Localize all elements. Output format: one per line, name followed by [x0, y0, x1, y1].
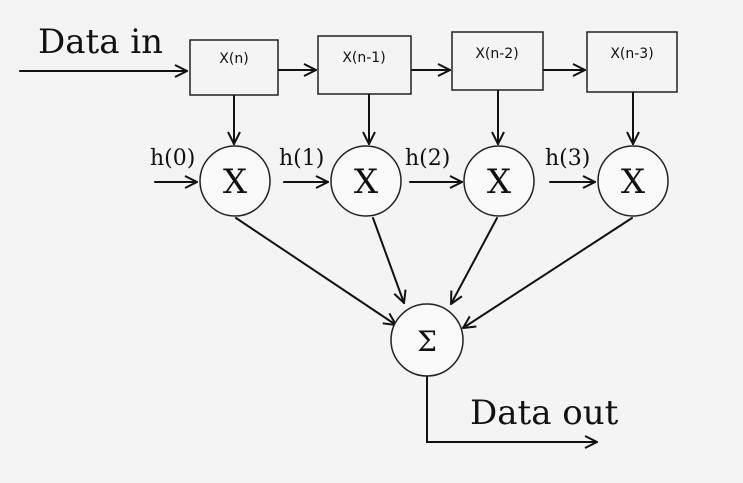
- delay-box-0: [189, 39, 279, 96]
- multiplier-symbol-2: X: [487, 162, 512, 202]
- coefficient-label-1: h(1): [279, 146, 324, 171]
- multiplier-node-0: [199, 145, 271, 217]
- delay-box-0-label: X(n): [219, 51, 248, 67]
- multiplier-symbol-3: X: [621, 162, 646, 202]
- product-arrow-3: [463, 217, 633, 328]
- delay-box-3: [586, 31, 678, 93]
- delay-box-1-label: X(n-1): [342, 50, 385, 66]
- multiplier-symbol-1: X: [354, 162, 379, 202]
- delay-box-2: [451, 31, 544, 91]
- multiplier-symbol-0: X: [223, 162, 248, 202]
- data-in-label: Data in: [38, 22, 163, 62]
- output-arrow: [426, 376, 598, 442]
- summing-symbol: Σ: [417, 325, 437, 358]
- product-arrow-1: [372, 217, 404, 303]
- multiplier-node-2: [463, 145, 535, 217]
- coefficient-label-3: h(3): [545, 146, 590, 171]
- coefficient-label-2: h(2): [405, 146, 450, 171]
- product-arrow-2: [451, 217, 498, 304]
- product-arrow-0: [235, 217, 396, 325]
- coefficient-label-0: h(0): [150, 146, 195, 171]
- delay-box-2-label: X(n-2): [475, 46, 518, 62]
- delay-box-3-label: X(n-3): [610, 46, 653, 62]
- multiplier-node-1: [330, 145, 402, 217]
- delay-box-1: [317, 35, 412, 95]
- data-out-label: Data out: [470, 393, 619, 433]
- multiplier-node-3: [597, 145, 669, 217]
